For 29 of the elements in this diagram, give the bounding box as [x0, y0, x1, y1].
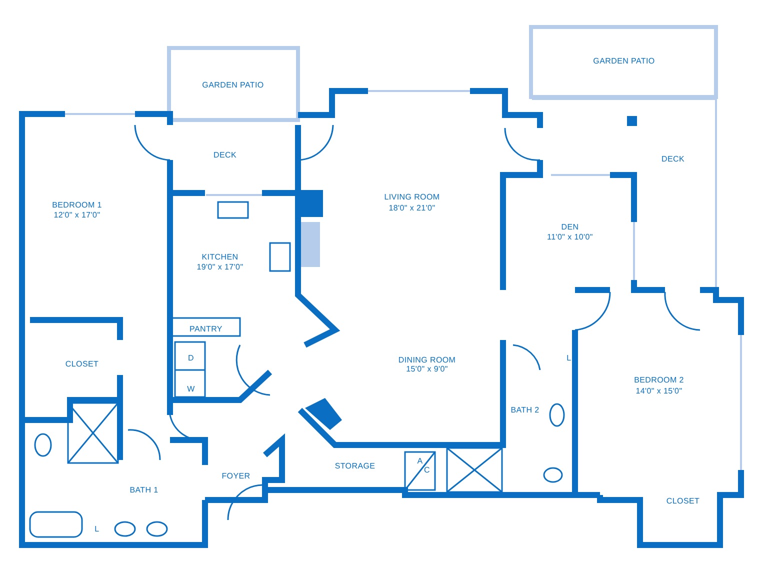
equipment-letter: A — [417, 456, 423, 466]
area-label: DECK — [661, 154, 685, 164]
room-label: BEDROOM 2 — [634, 376, 684, 384]
room-label: CLOSET — [65, 360, 99, 368]
room-label: BATH 2 — [510, 406, 540, 414]
area-label: DECK — [213, 150, 237, 160]
room-dimensions: 18'0" x 21'0" — [388, 204, 436, 212]
room-label: STORAGE — [334, 462, 376, 470]
appliance-letter: W — [187, 384, 195, 394]
fixture-letter: L — [94, 524, 100, 534]
equipment-letter: C — [424, 466, 430, 474]
room-label: PANTRY — [190, 324, 222, 334]
area-label: GARDEN PATIO — [593, 56, 655, 66]
room-label: BATH 1 — [130, 486, 158, 494]
room-label: LIVING ROOM — [384, 192, 440, 202]
room-label: BEDROOM 1 — [52, 200, 102, 210]
room-dimensions: 19'0" x 17'0" — [196, 262, 244, 272]
room-dimensions: 11'0" x 10'0" — [547, 232, 593, 242]
room-label: DEN — [561, 222, 579, 232]
room-label: DINING ROOM — [398, 356, 456, 364]
room-label: KITCHEN — [202, 252, 238, 262]
appliance-letter: D — [188, 354, 194, 362]
room-dimensions: 12'0" x 17'0" — [54, 210, 100, 220]
room-label: CLOSET — [666, 496, 700, 506]
room-label: FOYER — [222, 472, 250, 480]
area-label: GARDEN PATIO — [202, 80, 264, 90]
fixture-letter: L — [566, 354, 572, 362]
room-dimensions: 14'0" x 15'0" — [636, 386, 682, 396]
room-dimensions: 15'0" x 9'0" — [406, 364, 448, 374]
